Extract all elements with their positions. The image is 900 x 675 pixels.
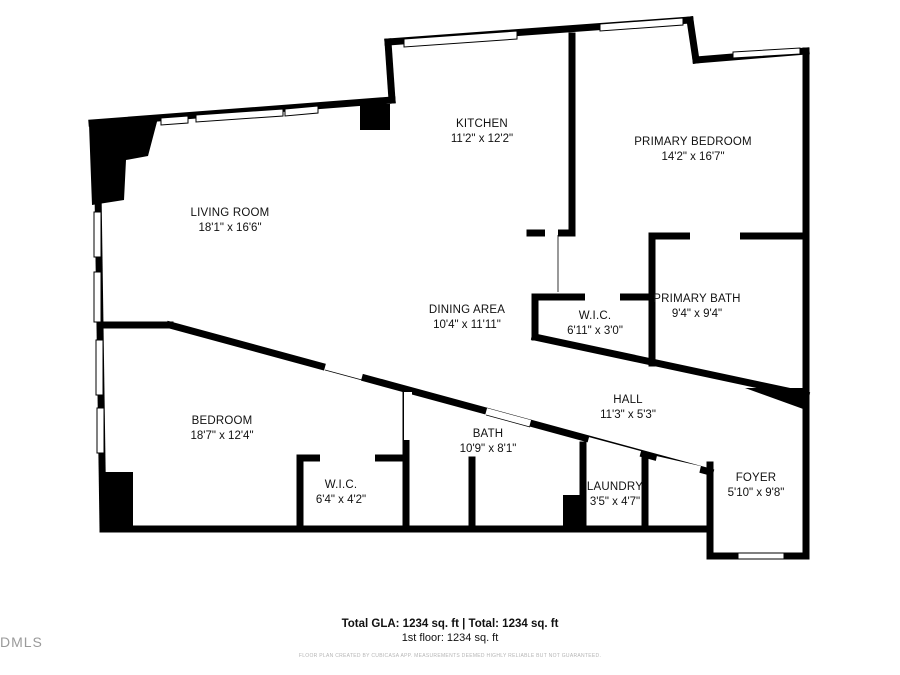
wall-blocks: [89, 104, 806, 529]
primary-bedroom-label: PRIMARY BEDROOM: [634, 136, 752, 148]
wic-bedroom-label: W.I.C.: [325, 479, 358, 491]
total-area-summary: Total GLA: 1234 sq. ft | Total: 1234 sq.…: [341, 618, 559, 630]
wic-primary-label: W.I.C.: [579, 310, 612, 322]
dining-area-label: DINING AREA: [429, 304, 505, 316]
bath-dims: 10'9" x 8'1": [460, 443, 517, 455]
living-room-label: LIVING ROOM: [191, 207, 270, 219]
wic-primary-dims: 6'11" x 3'0": [567, 325, 623, 337]
hall-dims: 11'3" x 5'3": [600, 409, 656, 421]
kitchen-dims: 11'2" x 12'2": [451, 133, 513, 145]
kitchen-label: KITCHEN: [456, 118, 508, 130]
primary-bedroom-dims: 14'2" x 16'7": [661, 151, 724, 163]
laundry-dims: 3'5" x 4'7": [590, 496, 640, 508]
room-labels: KITCHEN 11'2" x 12'2" PRIMARY BEDROOM 14…: [190, 118, 784, 508]
primary-bath-label: PRIMARY BATH: [653, 293, 740, 305]
wic-bedroom-dims: 6'4" x 4'2": [316, 494, 366, 506]
foyer-label: FOYER: [736, 472, 777, 484]
bedroom-dims: 18'7" x 12'4": [190, 430, 253, 442]
foyer-dims: 5'10" x 9'8": [728, 487, 785, 499]
windows: [93, 17, 801, 560]
door-openings: [320, 229, 740, 474]
bedroom-label: BEDROOM: [192, 415, 253, 427]
dining-area-dims: 10'4" x 11'11": [433, 319, 501, 331]
walls: [88, 16, 811, 560]
dmls-watermark: DMLS: [0, 634, 43, 650]
primary-bath-dims: 9'4" x 9'4": [672, 308, 722, 320]
living-room-dims: 18'1" x 16'6": [198, 222, 261, 234]
hall-label: HALL: [613, 394, 643, 406]
bath-label: BATH: [473, 428, 504, 440]
disclaimer-text: FLOOR PLAN CREATED BY CUBICASA APP. MEAS…: [298, 653, 602, 659]
floor-area-summary: 1st floor: 1234 sq. ft: [401, 632, 499, 644]
laundry-label: LAUNDRY: [587, 481, 643, 493]
door-swing-lines: [324, 235, 559, 440]
